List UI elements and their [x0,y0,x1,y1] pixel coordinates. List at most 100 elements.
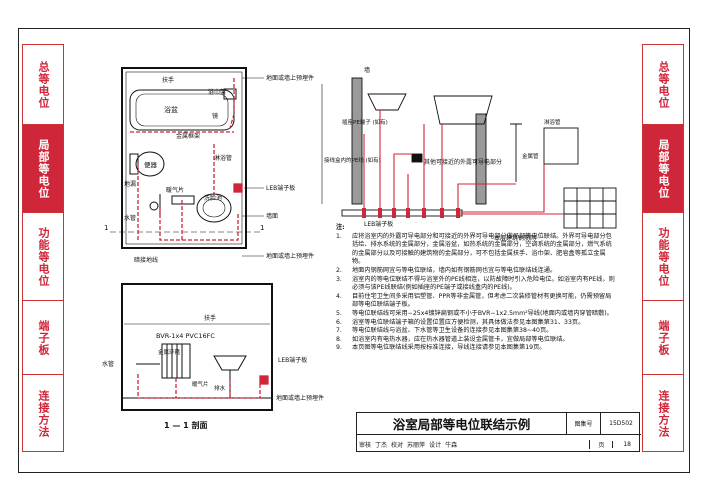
plan-label-water-pipe: 水管 [124,214,136,222]
plan-room-wall [121,67,247,249]
note-item: 6.浴室等电位联结端子箱的设置位置应方便检测，其具体做法参见本图集第31、33页… [336,318,585,326]
toilet-shape [135,151,165,177]
side-nav-label: 功能等电位 [37,226,50,287]
note-item: 1.应将浴室内的外露可导电部分和可接近的外界可导电部分做局部等电位联结。外界可导… [336,232,612,266]
radiator-shape [171,195,195,205]
side-nav-label: 功能等电位 [657,226,670,287]
page-number: 18 [612,440,641,448]
section-label-radiator: 暖气片 [192,380,209,388]
iso-label-heater: 淋浴管 [544,118,561,126]
side-nav-label: 端子板 [37,319,50,356]
side-nav-item-connection[interactable]: 连接方法 [643,375,683,453]
note-item: 4.目前住宅卫生间多采用铝塑管、PPR等非金属管，但考虑二次装修管材有更换可能，… [336,292,612,309]
plan-label-mirror: 镜 [212,112,218,120]
plan-label-towel-rack: 浴巾架 [208,88,226,96]
tub-shape [129,89,235,131]
basin-inner [202,198,226,218]
section-label-wire: BVR-1x4 PVC16FC [156,332,215,340]
side-nav-item-functional[interactable]: 功能等电位 [23,213,63,301]
note-item: 3.浴室内的等电位联结不得与浴室外的PE线相连，以防故障时引入危险电位。如浴室内… [336,275,615,292]
plan-label-wall: 墙面 [266,212,278,220]
iso-label-metal-steel: 金属管 [522,152,539,160]
plan-label-shower-basin: 洗脸池 [204,194,222,202]
reviewer-name: 丁杰 [375,441,388,449]
plan-view [110,67,264,257]
atlas-number: 15D502 [601,413,641,435]
iso-label-leb: LEB端子板 [364,220,393,228]
iso-label-wall: 墙 [364,66,370,74]
plan-label-toilet: 便器 [144,160,158,169]
plan-bonding [130,78,243,241]
section-label-metal-ring: 金属环箍 [158,348,181,356]
designer-name: 牛森 [445,441,458,449]
plan-label-metal-frame: 金属框架 [176,132,200,140]
side-nav-item-functional[interactable]: 功能等电位 [643,213,683,301]
section-label-rail: 扶手 [204,314,216,322]
check-label: 校对 [391,441,404,449]
iso-wall-1 [351,77,363,205]
side-nav-label: 局部等电位 [657,138,670,199]
review-label: 审核 [359,441,372,449]
iso-wall-2 [475,113,487,205]
plan-label-tub: 浴盆 [164,105,178,114]
side-nav-label: 连接方法 [37,390,50,438]
left-side-nav: 总等电位 局部等电位 功能等电位 端子板 连接方法 [22,44,64,452]
iso-radiator [543,127,579,165]
checker-name: 苏丽萍 [407,441,426,449]
section-label-water: 水管 [102,360,114,368]
toilet-tank [129,153,139,175]
plan-section-mark-right: 1 [260,224,264,232]
design-label: 设计 [429,441,442,449]
towel-rack-shape [223,88,237,100]
section-title: 1 — 1 剖面 [164,420,208,430]
section-label-embed: 地面或墙上预埋件 [276,394,324,402]
plan-label-floor-conn: 暗接地线 [134,256,158,264]
section-bonding [137,374,269,399]
signature-row: 审核 丁杰 校对 苏丽萍 设计 牛森 页 18 [357,435,641,453]
drawing-title: 浴室局部等电位联结示例 [357,413,567,435]
iso-shower [510,123,522,182]
title-block: 浴室局部等电位联结示例 图集号 15D502 审核 丁杰 校对 苏丽萍 设计 牛… [356,412,641,453]
notes-block: 注: 1.应将浴室内的外露可导电部分和可接近的外界可导电部分做局部等电位联结。外… [336,224,616,353]
section-leb-box [259,375,269,385]
plan-label-rail: 扶手 [162,76,174,84]
note-item: 8.如浴室内有电热水器，应在热水器管道上装设金属管卡，宜做局部等电位联结。 [336,335,569,343]
side-nav-item-local[interactable]: 局部等电位 [643,125,683,213]
side-nav-label: 局部等电位 [37,138,50,199]
iso-label-conn-wire: 接线盒内的PE线 (如有) [324,156,381,164]
iso-label-ext-conductor: 其他可接近的外露可导电部分 [424,158,502,166]
section-basin [213,355,247,371]
side-nav-item-general[interactable]: 总等电位 [23,45,63,125]
floor-drain-shape [149,201,159,211]
plan-label-leb: LEB端子板 [266,184,295,192]
note-item: 9.本页图等电位联结线采用按标准连接，导线连接请参见本图集第19页。 [336,344,546,352]
side-nav-label: 总等电位 [657,60,670,109]
iso-tub [433,95,493,125]
side-nav-item-connection[interactable]: 连接方法 [23,375,63,453]
iso-bonding [363,110,564,215]
section-view [121,283,273,411]
plan-label-embed-bottom: 地面或墙上预埋件 [266,252,314,260]
section-room-wall [121,283,273,411]
plan-section-mark-left: 1 [104,224,108,232]
side-nav-item-terminal[interactable]: 端子板 [643,301,683,375]
note-item: 5.等电位联结线可采用−25x4镀锌扁钢或不小于BVR−1x2.5mm²导线(地… [336,309,613,317]
drawing-area: 扶手 浴盆 浴巾架 金属框架 便器 暖气片 洗脸池 地漏 水管 LEB端子板 地… [102,66,617,430]
atlas-number-label: 图集号 [567,413,601,435]
iso-label-pe-terminal: 插座PE端子 (如有) [342,118,388,126]
notes-header: 注: [336,224,345,231]
iso-junction-box [411,153,423,163]
side-nav-item-terminal[interactable]: 端子板 [23,301,63,375]
iso-leb-bar [341,209,463,217]
side-nav-label: 连接方法 [657,390,670,438]
iso-basin [367,93,407,111]
section-label-drain: 排水 [214,384,226,392]
side-nav-label: 端子板 [657,319,670,356]
iso-mesh [563,187,617,229]
side-nav-item-local[interactable]: 局部等电位 [23,125,63,213]
tub-inner [135,93,229,127]
iso-label-mesh: 本层建筑钢筋网 [494,234,536,242]
leb-box-plan [233,183,243,193]
iso-view [321,77,617,229]
side-nav-item-general[interactable]: 总等电位 [643,45,683,125]
